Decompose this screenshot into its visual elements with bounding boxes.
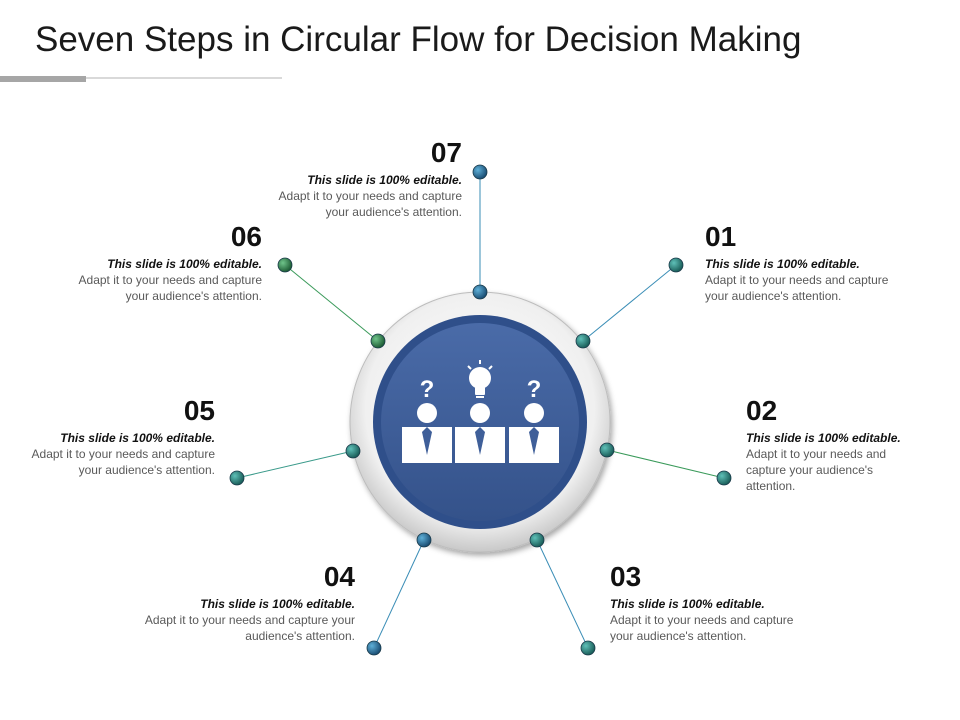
step-number: 03 [610, 561, 642, 592]
step-05: 05 This slide is 100% editable. Adapt it… [20, 396, 215, 478]
connector-dot-inner-02 [599, 442, 615, 458]
connector-dot-inner-03 [529, 532, 545, 548]
question-mark-icon: ? [420, 376, 435, 403]
connector-dot-inner-01 [575, 333, 591, 349]
step-heading: This slide is 100% editable. [60, 431, 215, 445]
connector-dot-inner-04 [416, 532, 432, 548]
decision-people-icon: ? ? [402, 360, 559, 463]
step-body: Adapt it to your needs and capture your … [610, 613, 794, 643]
step-heading: This slide is 100% editable. [746, 431, 901, 445]
connector-dot-outer-02 [716, 470, 732, 486]
connector-dot-inner-05 [345, 443, 361, 459]
connector-line-05 [236, 450, 354, 479]
title-underline [0, 77, 282, 79]
step-body: Adapt it to your needs and capture your … [746, 447, 887, 493]
step-01: 01 This slide is 100% editable. Adapt it… [705, 222, 905, 304]
step-number: 04 [323, 561, 355, 592]
connector-line-02 [606, 449, 725, 479]
step-02: 02 This slide is 100% editable. Adapt it… [746, 396, 906, 494]
page-title: Seven Steps in Circular Flow for Decisio… [35, 20, 802, 59]
step-heading: This slide is 100% editable. [307, 173, 462, 187]
question-mark-icon: ? [527, 376, 542, 403]
step-number: 07 [430, 137, 462, 168]
title-underline-accent [0, 76, 86, 82]
step-heading: This slide is 100% editable. [200, 597, 355, 611]
step-heading: This slide is 100% editable. [610, 597, 765, 611]
step-body: Adapt it to your needs and capture your … [31, 447, 215, 477]
lightbulb-icon [467, 360, 493, 398]
connector-dot-inner-07 [472, 284, 488, 300]
connector-line-03 [536, 539, 589, 649]
step-body: Adapt it to your needs and capture your … [278, 189, 462, 219]
connector-line-01 [582, 264, 677, 342]
step-07: 07 This slide is 100% editable. Adapt it… [262, 138, 462, 220]
connector-dot-outer-04 [366, 640, 382, 656]
step-heading: This slide is 100% editable. [705, 257, 860, 271]
businessperson-icon [509, 403, 559, 463]
businessperson-icon [402, 403, 452, 463]
connector-line-04 [373, 539, 425, 649]
step-body: Adapt it to your needs and capture your … [78, 273, 262, 303]
connector-dot-outer-06 [277, 257, 293, 273]
businessperson-icon [455, 403, 505, 463]
step-number: 06 [230, 221, 262, 252]
connector-dots [229, 164, 732, 656]
connector-line-06 [284, 264, 379, 342]
step-06: 06 This slide is 100% editable. Adapt it… [52, 222, 262, 304]
step-number: 01 [705, 221, 737, 252]
step-03: 03 This slide is 100% editable. Adapt it… [610, 562, 810, 644]
connector-dot-outer-01 [668, 257, 684, 273]
step-heading: This slide is 100% editable. [107, 257, 262, 271]
step-number: 05 [183, 395, 215, 426]
step-number: 02 [746, 395, 778, 426]
step-04: 04 This slide is 100% editable. Adapt it… [140, 562, 355, 644]
connector-dot-outer-05 [229, 470, 245, 486]
connector-dot-outer-07 [472, 164, 488, 180]
connector-dot-inner-06 [370, 333, 386, 349]
connector-lines [236, 172, 725, 649]
step-body: Adapt it to your needs and capture your … [705, 273, 889, 303]
connector-dot-outer-03 [580, 640, 596, 656]
step-body: Adapt it to your needs and capture your … [144, 613, 355, 643]
